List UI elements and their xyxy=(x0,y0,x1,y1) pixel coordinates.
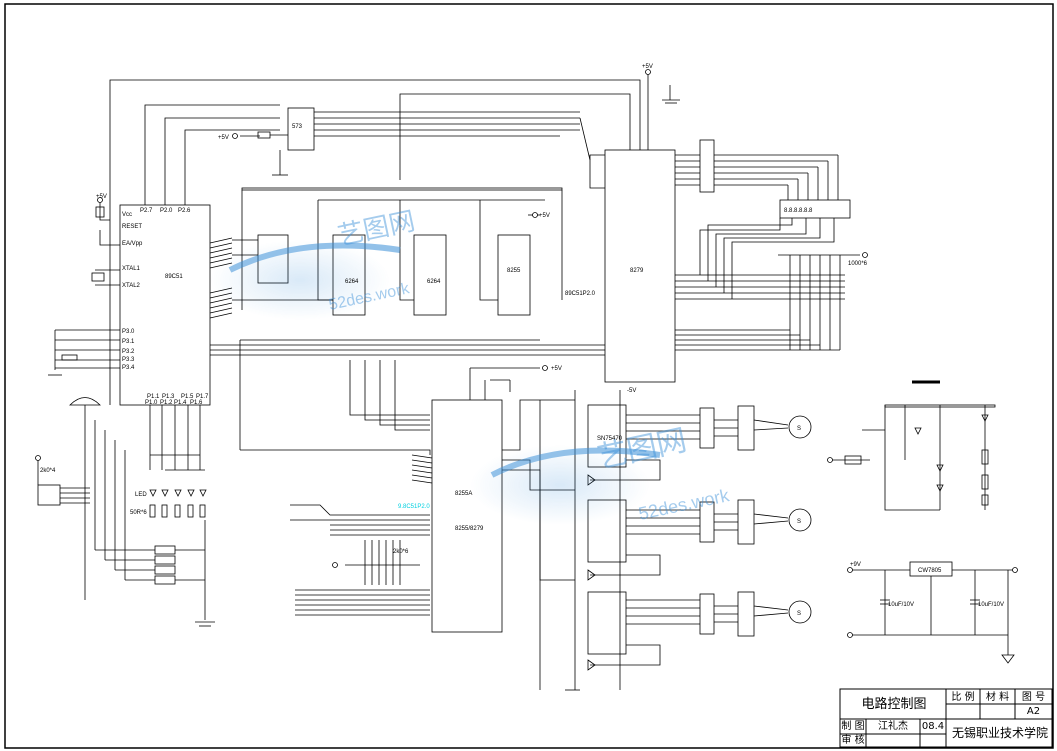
label-stepper-drv: SN75470 xyxy=(597,436,623,442)
label-cap2: 10uF/10V xyxy=(978,602,1004,608)
cyan-note: 9.8C51P2.0 xyxy=(398,504,430,510)
rom-chip-3 xyxy=(413,234,447,316)
label-res-2k: 2k0*4 xyxy=(40,468,56,474)
watermark-brand-2: 艺图网 xyxy=(595,424,690,475)
label-p15: P1.5 xyxy=(181,394,194,400)
label-motor3: S xyxy=(797,611,801,617)
label-reset: RESET xyxy=(122,224,142,230)
label-motor2: S xyxy=(797,519,801,525)
latch-chip xyxy=(287,107,315,151)
label-vcc-left: +5V xyxy=(218,135,229,141)
label-pos9: +9V xyxy=(850,562,861,568)
label-xtal1: XTAL1 xyxy=(122,266,141,272)
label-res-2k6: 2k0*6 xyxy=(393,549,409,555)
label-vccpin: Vcc xyxy=(122,212,132,218)
label-vcc-rom: +5V xyxy=(539,213,550,219)
watermark xyxy=(210,240,661,525)
cpu-chip xyxy=(119,204,211,406)
display-controller-chip xyxy=(604,149,676,383)
buffer-chip xyxy=(699,139,715,193)
label-neg5: -5V xyxy=(627,388,636,394)
label-xtal2: XTAL2 xyxy=(122,283,141,289)
label-cpu: 89C51 xyxy=(165,274,183,280)
ppi-chip xyxy=(431,399,503,633)
wiring xyxy=(37,72,1015,691)
school-name: 无锡职业技术学院 xyxy=(951,726,1048,740)
col-scale: 比 例 xyxy=(951,692,975,703)
label-led: LED xyxy=(135,492,147,498)
label-p33: P3.3 xyxy=(122,357,135,363)
motor-3 xyxy=(788,600,812,624)
label-cap1: 10uF/10V xyxy=(888,602,914,608)
label-p10: P1.0 xyxy=(145,400,158,406)
drafter-name: 江礼杰 xyxy=(878,721,908,732)
label-rom1: 6264 xyxy=(345,279,359,285)
drawing-date: 08.4 xyxy=(921,721,945,732)
label-motor1: S xyxy=(797,426,801,432)
label-p26: P2.6 xyxy=(178,208,191,214)
sheet-size: A2 xyxy=(1026,706,1041,717)
label-display-mcu: 8279 xyxy=(630,268,644,274)
label-latch: 573 xyxy=(292,124,303,130)
label-p16: P1.6 xyxy=(190,400,203,406)
seven-segment-display xyxy=(779,199,851,219)
label-p14: P1.4 xyxy=(174,400,187,406)
label-cpu2: 89C51P2.0 xyxy=(565,291,596,297)
drawing-frame xyxy=(4,3,1054,749)
motor-1 xyxy=(788,415,812,439)
label-p27: P2.7 xyxy=(140,208,153,214)
labels: +5V +5V +5V +5V +5V 89C51 89C51P2.0 P2.7… xyxy=(40,64,1004,617)
label-p20: P2.0 xyxy=(160,208,173,214)
label-lower-chip: 8255/8279 xyxy=(455,526,484,532)
watermark-brand-1: 艺图网 xyxy=(335,205,418,251)
label-res-array: 1000*6 xyxy=(848,261,868,267)
label-p12: P1.2 xyxy=(160,400,173,406)
label-p13: P1.3 xyxy=(162,394,175,400)
drawing-title: 电路控制图 xyxy=(861,697,927,712)
label-ppi: 8255 xyxy=(507,268,521,274)
role-review: 审 核 xyxy=(841,735,865,746)
motor-driver-3 xyxy=(587,591,627,655)
label-p32: P3.2 xyxy=(122,349,135,355)
label-led-res: 50R*6 xyxy=(130,510,147,516)
col-drawing-no: 图 号 xyxy=(1021,692,1046,703)
label-p17: P1.7 xyxy=(196,394,209,400)
label-vcc-mid: +5V xyxy=(551,366,562,372)
label-rom2: 6264 xyxy=(427,279,441,285)
label-p34: P3.4 xyxy=(122,365,135,371)
label-vcc-top: +5V xyxy=(642,64,653,70)
label-seg: 8.8.8.8.8.8 xyxy=(784,208,813,214)
label-ppi2: 8255A xyxy=(455,491,472,497)
label-p31: P3.1 xyxy=(122,339,135,345)
label-vcc-crystal: +5V xyxy=(96,194,107,200)
role-drawn: 制 图 xyxy=(841,721,865,732)
rom-chip-4 xyxy=(497,234,531,316)
col-material: 材 料 xyxy=(985,692,1010,703)
label-p30: P3.0 xyxy=(122,329,135,335)
motor-2 xyxy=(788,508,812,532)
label-p11: P1.1 xyxy=(147,394,160,400)
title-block-grid xyxy=(839,688,1053,748)
label-ea: EA/Vpp xyxy=(122,241,143,247)
label-reg: CW7805 xyxy=(918,568,942,574)
